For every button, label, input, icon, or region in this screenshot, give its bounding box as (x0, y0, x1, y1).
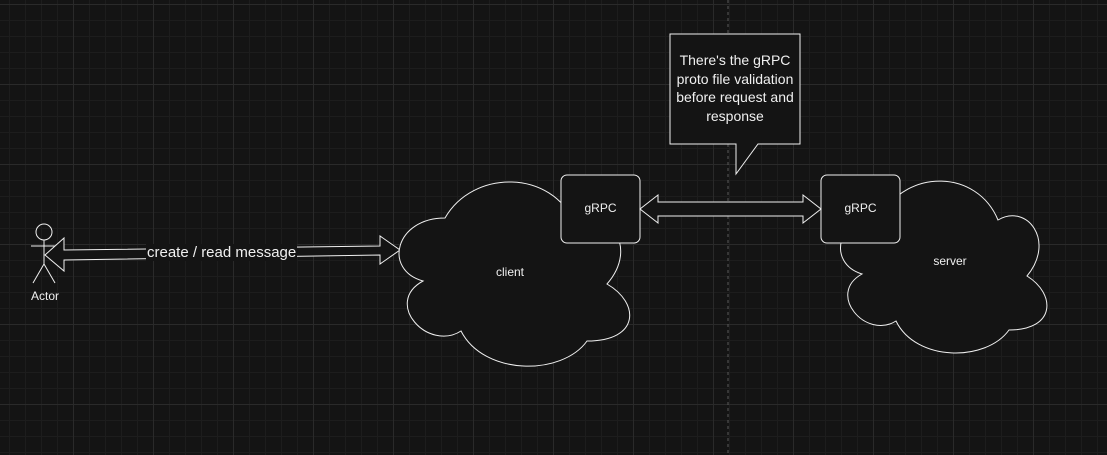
callout-line: before request and (676, 89, 794, 105)
actor-icon[interactable] (31, 223, 57, 284)
client-grpc-label: gRPC (584, 201, 617, 215)
edge-label: create / read message (146, 244, 298, 261)
server-grpc-label: gRPC (844, 201, 877, 215)
callout-line: proto file validation (676, 70, 794, 87)
callout-line: There's the gRPC (679, 52, 791, 68)
actor-label: Actor (30, 289, 59, 303)
callout-bubble[interactable] (669, 33, 801, 176)
grpc-double-arrow[interactable] (639, 193, 822, 225)
server-label: server (933, 254, 967, 268)
client-label: client (495, 265, 524, 279)
callout-text: There's the gRPC proto file validation b… (670, 51, 800, 125)
callout-line: response (706, 107, 764, 124)
